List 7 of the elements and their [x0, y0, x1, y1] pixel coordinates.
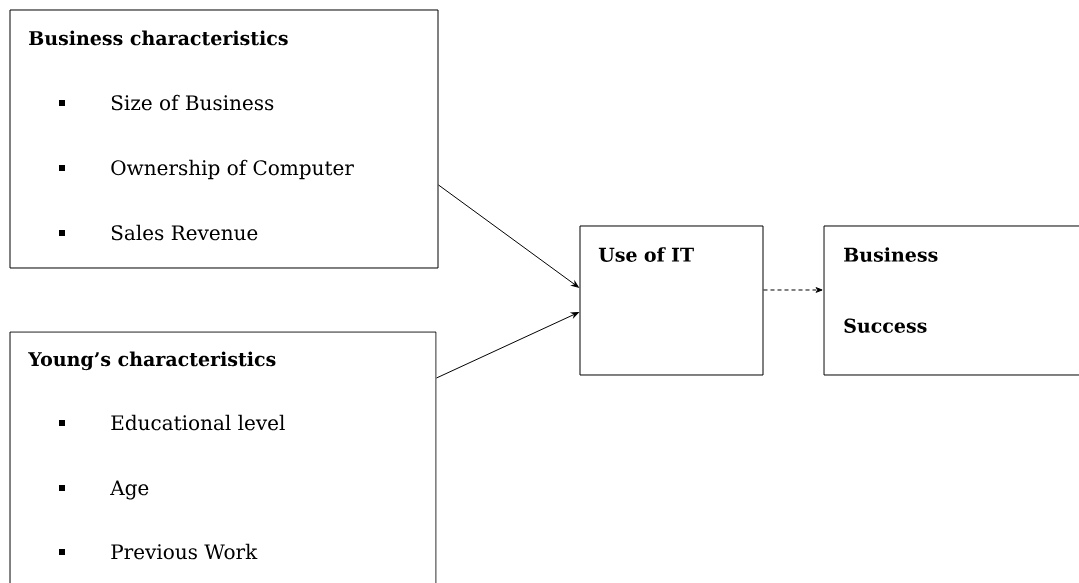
arrow	[436, 312, 579, 379]
text-box: Business Success	[823, 225, 1079, 376]
arrow	[763, 287, 823, 293]
text-box: Use of IT	[579, 225, 764, 376]
arrow	[438, 184, 579, 288]
text-box: Business characteristics Size of Business Ownership of Computer Sales Revenue	[9, 9, 439, 269]
text-box: Young’s characteristics Educational level Age Previous Work	[9, 331, 437, 583]
